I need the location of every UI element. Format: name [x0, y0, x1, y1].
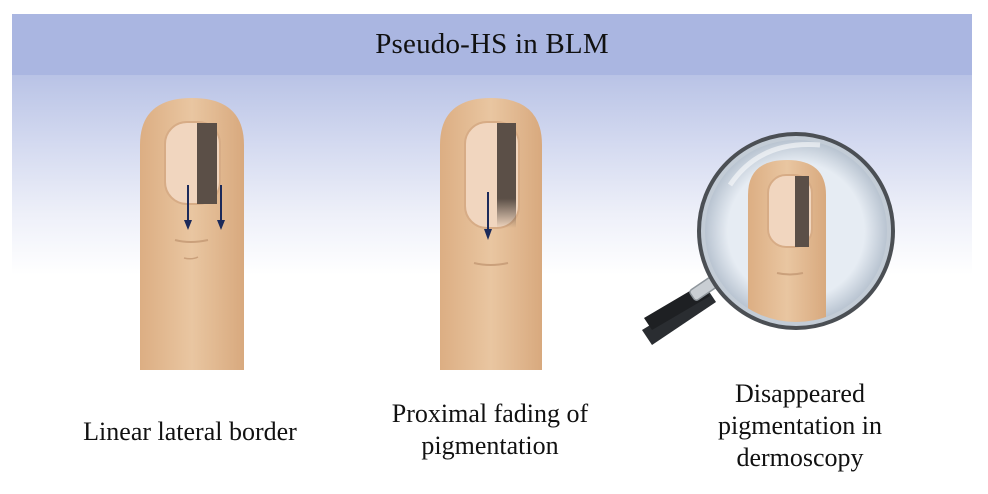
down-arrow-icon [217, 185, 225, 230]
finger-icon [140, 98, 244, 370]
finger-icon [748, 160, 826, 322]
finger-icon [440, 98, 542, 370]
caption-dermoscopy: Disappeared pigmentation in dermoscopy [690, 378, 910, 474]
caption-line: Linear lateral border [83, 417, 297, 446]
down-arrow-icon [484, 192, 492, 240]
caption-line: dermoscopy [736, 443, 864, 472]
caption-linear-lateral-border: Linear lateral border [40, 416, 340, 448]
caption-proximal-fading: Proximal fading of pigmentation [355, 398, 625, 462]
caption-line: Disappeared [735, 379, 865, 408]
caption-line: Proximal fading of [391, 399, 589, 428]
caption-line: pigmentation in [718, 411, 882, 440]
magnifier-icon [642, 132, 895, 345]
caption-line: pigmentation [421, 431, 559, 460]
diagram-title: Pseudo-HS in BLM [12, 14, 972, 75]
down-arrow-icon [184, 185, 192, 230]
